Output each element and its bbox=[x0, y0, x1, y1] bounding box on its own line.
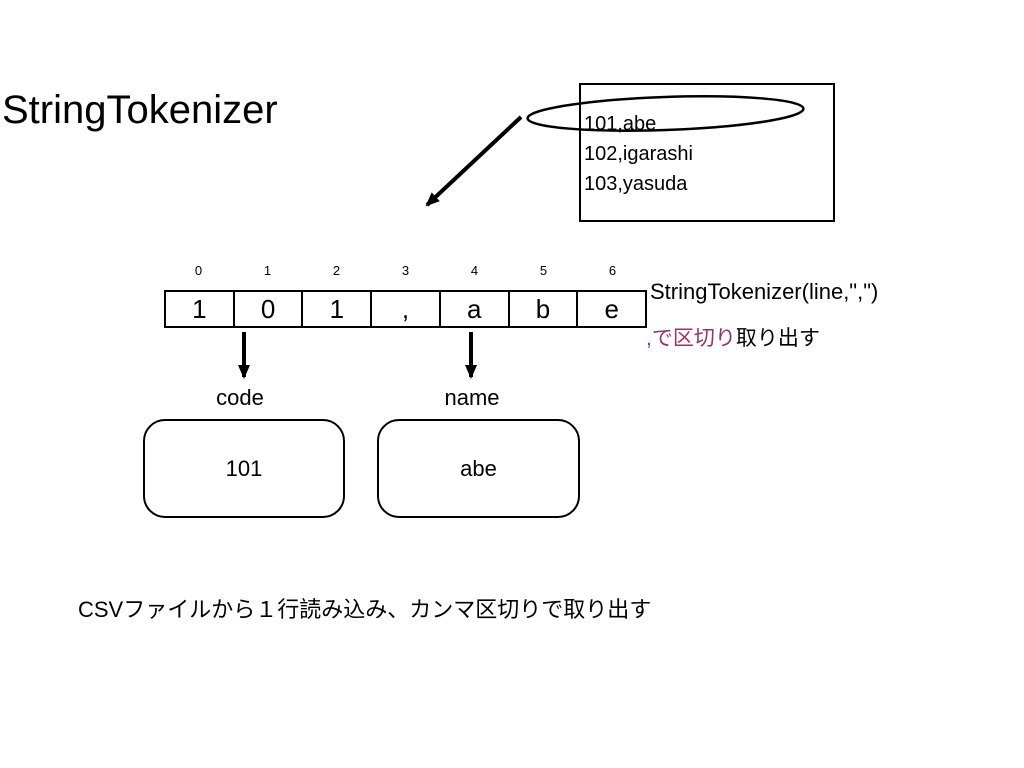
constructor-annotation: StringTokenizer(line,",") bbox=[650, 279, 879, 304]
array-cell: , bbox=[372, 292, 441, 326]
split-annotation-rest: 取り出す bbox=[735, 327, 820, 350]
token-label-name: name bbox=[444, 385, 500, 410]
array-cell: a bbox=[441, 292, 510, 326]
array-index: 3 bbox=[401, 263, 410, 278]
token-box-name: abe bbox=[377, 419, 580, 518]
char-array: 1 0 1 , a b e bbox=[164, 290, 647, 328]
array-index-row: 0 1 2 3 4 5 6 bbox=[164, 263, 647, 278]
page-title: StringTokenizer bbox=[2, 88, 278, 132]
token-box-code: 101 bbox=[143, 419, 345, 518]
array-cell: e bbox=[604, 294, 619, 324]
token-value-code: 101 bbox=[225, 455, 263, 481]
array-index: 1 bbox=[263, 263, 272, 278]
split-annotation: ,で区切り取り出す bbox=[646, 322, 820, 352]
array-cell: 1 bbox=[166, 292, 235, 326]
array-index: 4 bbox=[470, 263, 479, 278]
csv-line-3: 103,yasuda bbox=[584, 173, 688, 195]
csv-data-box: 101,abe 102,igarashi 103,yasuda bbox=[579, 83, 835, 222]
split-annotation-highlight: ,で区切り bbox=[646, 327, 736, 350]
array-cell: 1 bbox=[303, 292, 373, 326]
token-value-name: abe bbox=[460, 455, 497, 481]
array-index: 5 bbox=[539, 263, 548, 278]
footer-note: CSVファイルから１行読み込み、カンマ区切りで取り出す bbox=[78, 597, 652, 622]
array-cell: b bbox=[510, 292, 579, 326]
token-label-code: code bbox=[216, 385, 264, 410]
csv-line-1: 101,abe bbox=[584, 113, 657, 135]
array-index: 0 bbox=[194, 263, 203, 278]
csv-line-2: 102,igarashi bbox=[584, 143, 693, 165]
array-cell: 0 bbox=[235, 292, 304, 326]
array-index: 2 bbox=[332, 263, 341, 278]
array-index: 6 bbox=[608, 263, 617, 278]
line-read-arrow-icon bbox=[425, 115, 523, 207]
